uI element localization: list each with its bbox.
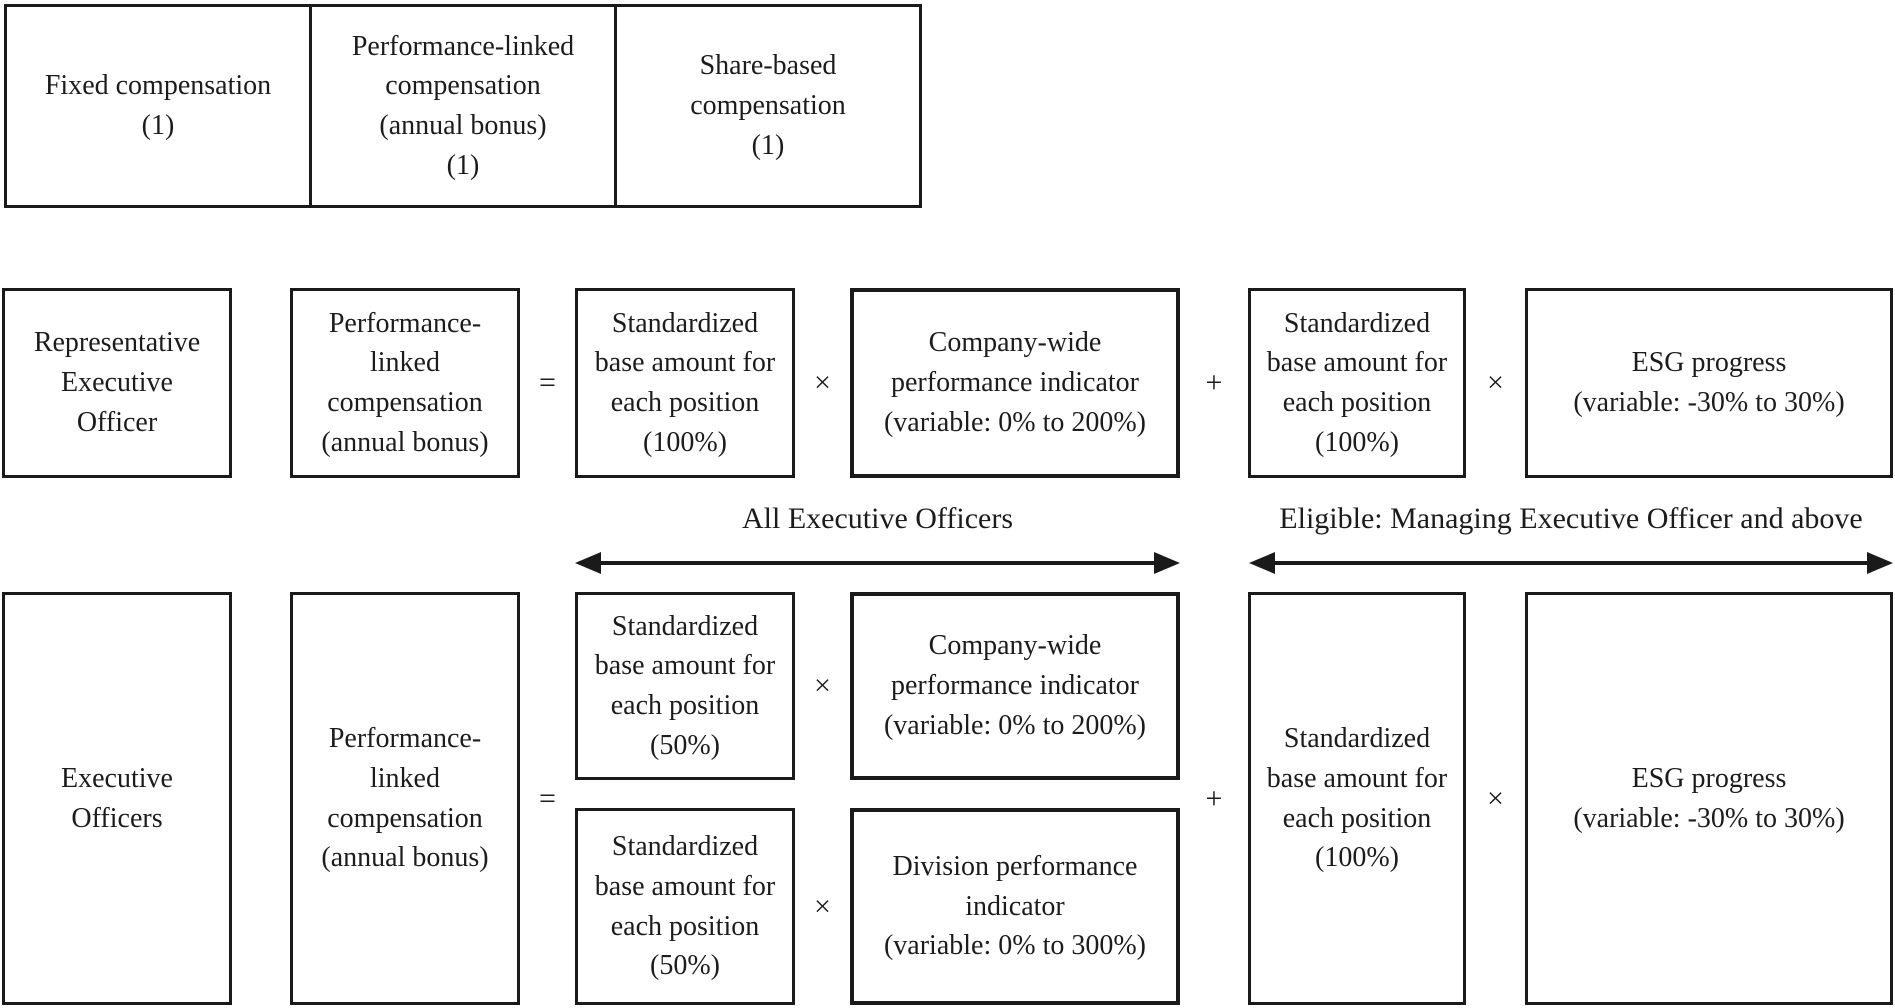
executive-performance-linked-compensation-box: Performance- linked compensation (annual… — [290, 592, 520, 1005]
plus-operator-executive: + — [1205, 781, 1223, 815]
legend-cell-fixed-compensation: Fixed compensation (1) — [44, 70, 272, 141]
executive-standardized-base-100-esg-box: Standardized base amount for each positi… — [1248, 592, 1466, 1005]
equals-operator-representative: = — [539, 366, 556, 399]
representative-performance-linked-compensation-box: Performance- linked compensation (annual… — [290, 288, 520, 478]
multiply-operator-executive-company: × — [814, 669, 831, 702]
compensation-types-table: Fixed compensation (1) Performance-linke… — [4, 4, 922, 208]
representative-executive-officer-box: Representative Executive Officer — [2, 288, 232, 478]
arrow-right-head-icon — [1154, 552, 1180, 574]
arrow-line — [580, 561, 1175, 565]
all-executive-officers-label: All Executive Officers — [741, 502, 1013, 535]
all-executive-officers-arrow — [575, 552, 1180, 574]
representative-standardized-base-100-box: Standardized base amount for each positi… — [575, 288, 795, 478]
legend-cell-performance-linked-compensation: Performance-linked compensation (annual … — [309, 7, 614, 205]
eligible-managing-executive-officer-label: Eligible: Managing Executive Officer and… — [1279, 502, 1863, 535]
executive-standardized-base-50-company-box: Standardized base amount for each positi… — [575, 592, 795, 780]
executive-division-indicator-box: Division performance indicator (variable… — [850, 808, 1180, 1005]
executive-esg-progress-box: ESG progress (variable: -30% to 30%) — [1525, 592, 1893, 1005]
plus-operator-representative: + — [1205, 366, 1223, 399]
representative-standardized-base-100-esg-box: Standardized base amount for each positi… — [1248, 288, 1466, 478]
representative-esg-progress-box: ESG progress (variable: -30% to 30%) — [1525, 288, 1893, 478]
multiply-operator-executive-division: × — [814, 889, 831, 923]
legend-cell-share-based-compensation: Share-based compensation (1) — [614, 7, 919, 205]
multiply-operator-executive-esg: × — [1487, 781, 1504, 815]
executive-company-wide-indicator-box: Company-wide performance indicator (vari… — [850, 592, 1180, 780]
executive-officers-box: Executive Officers — [2, 592, 232, 1005]
arrow-line — [1254, 561, 1888, 565]
eligible-managing-executive-officer-arrow — [1249, 552, 1893, 574]
multiply-operator-representative-2: × — [1487, 366, 1504, 399]
executive-standardized-base-50-division-box: Standardized base amount for each positi… — [575, 808, 795, 1005]
multiply-operator-representative-1: × — [814, 366, 831, 399]
representative-company-wide-indicator-box: Company-wide performance indicator (vari… — [850, 288, 1180, 478]
equals-operator-executive: = — [539, 781, 556, 815]
arrow-right-head-icon — [1867, 552, 1893, 574]
